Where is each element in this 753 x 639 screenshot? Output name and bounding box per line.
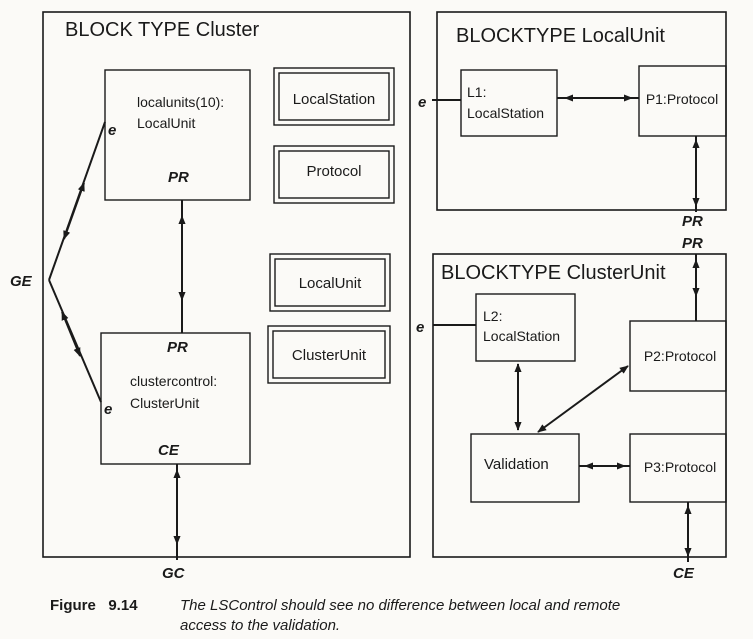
p1-block xyxy=(638,65,727,137)
localunits-label-line1: localunits(10): xyxy=(137,94,224,110)
type-box-protocol: Protocol xyxy=(273,145,395,204)
type-box-localstation: LocalStation xyxy=(273,67,395,126)
p3-label: P3:Protocol xyxy=(644,459,716,475)
p1-label: P1:Protocol xyxy=(646,91,718,107)
figure-caption-line1: The LSControl should see no difference b… xyxy=(180,597,620,614)
figure-caption-label: Figure 9.14 xyxy=(50,597,138,614)
p3-block xyxy=(629,433,727,503)
localunits-label-line2: LocalUnit xyxy=(137,115,195,131)
clusterunit-port-ce: CE xyxy=(673,565,695,582)
validation-label: Validation xyxy=(484,456,549,473)
p2-block xyxy=(629,320,727,392)
channel-ge-localunits-arrows xyxy=(63,182,85,240)
l1-block xyxy=(460,69,558,137)
localunit-port-e: e xyxy=(418,94,426,111)
l2-block xyxy=(475,293,576,362)
clustercontrol-block xyxy=(100,332,251,465)
channel-validation-p2 xyxy=(537,365,629,433)
type-box-clusterunit: ClusterUnit xyxy=(267,325,391,384)
clusterunit-port-e: e xyxy=(416,319,424,336)
svg-text:ClusterUnit: ClusterUnit xyxy=(292,347,367,364)
localunits-port-e: e xyxy=(108,122,116,139)
p2-label: P2:Protocol xyxy=(644,348,716,364)
svg-text:LocalUnit: LocalUnit xyxy=(299,275,362,292)
channel-ge-clustercontrol xyxy=(48,279,102,403)
clustercontrol-port-pr: PR xyxy=(167,339,188,356)
clustercontrol-label-line1: clustercontrol: xyxy=(130,373,217,389)
cluster-block-frame xyxy=(42,11,411,558)
localunits-port-pr: PR xyxy=(168,169,189,186)
clusterunit-port-pr: PR xyxy=(682,235,703,252)
port-ge: GE xyxy=(10,273,33,290)
cluster-block-title: BLOCK TYPE Cluster xyxy=(65,19,259,41)
validation-block xyxy=(470,433,580,503)
clustercontrol-label-line2: ClusterUnit xyxy=(130,395,199,411)
type-box-localunit: LocalUnit xyxy=(269,253,391,312)
figure-caption-line2: access to the validation. xyxy=(180,617,340,634)
channel-ge-clustercontrol-arrows xyxy=(61,311,81,357)
clusterunit-block-title: BLOCKTYPE ClusterUnit xyxy=(441,262,666,284)
l2-label-line2: LocalStation xyxy=(483,328,560,344)
localunit-port-pr: PR xyxy=(682,213,703,230)
localunits-block xyxy=(104,69,251,201)
svg-text:Protocol: Protocol xyxy=(306,163,361,180)
clustercontrol-port-e: e xyxy=(104,401,112,418)
clusterunit-block-frame xyxy=(432,253,727,558)
l1-label-line2: LocalStation xyxy=(467,105,544,121)
clustercontrol-port-ce: CE xyxy=(158,442,180,459)
l1-label-line1: L1: xyxy=(467,84,486,100)
l2-label-line1: L2: xyxy=(483,308,502,324)
localunit-block-title: BLOCKTYPE LocalUnit xyxy=(456,25,665,47)
port-gc: GC xyxy=(162,565,186,582)
svg-text:LocalStation: LocalStation xyxy=(293,91,376,108)
